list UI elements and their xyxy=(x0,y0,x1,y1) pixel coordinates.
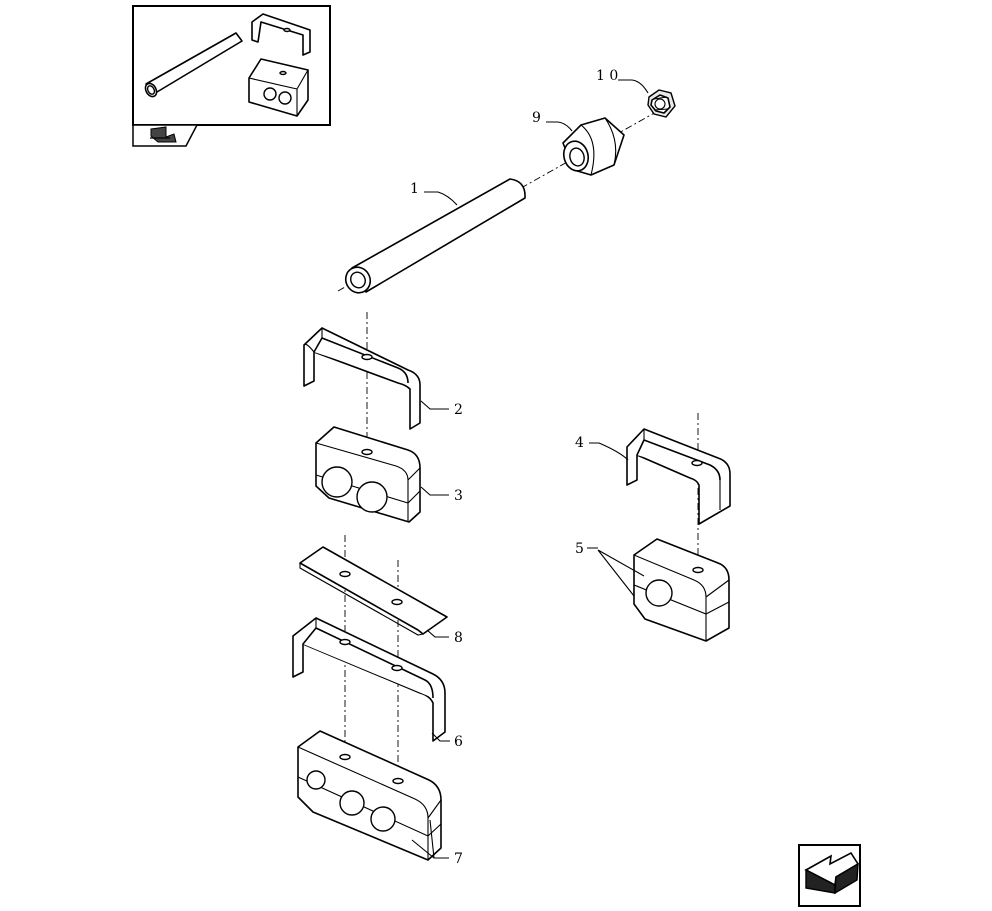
callout-3: 3 xyxy=(454,488,463,504)
inset-clamp-block-icon xyxy=(248,58,309,117)
callout-leaders xyxy=(411,79,649,859)
part-4-small-u-bracket xyxy=(626,428,731,525)
part-5-small-clamp-block xyxy=(633,538,730,642)
part-8-flat-plate xyxy=(299,546,448,636)
callout-8: 8 xyxy=(454,630,463,646)
callout-4: 4 xyxy=(575,435,584,451)
part-1-tube xyxy=(344,178,526,294)
callout-6: 6 xyxy=(454,734,463,750)
book-page-icon[interactable] xyxy=(132,124,199,147)
part-10-nut xyxy=(647,89,676,118)
callout-7: 7 xyxy=(454,851,463,867)
back-arrow-icon[interactable] xyxy=(798,844,861,907)
callout-10: 1 0 xyxy=(596,68,618,84)
part-9-cone-bushing xyxy=(562,117,625,176)
callout-1: 1 xyxy=(410,181,419,197)
callout-5: 5 xyxy=(575,541,584,557)
inset-thumbnail[interactable] xyxy=(132,5,331,126)
callout-labels: 1 0 9 1 2 3 8 6 7 4 5 xyxy=(410,68,618,867)
part-3-clamp-block xyxy=(315,426,421,523)
callout-9: 9 xyxy=(532,110,541,126)
part-6-long-u-bracket xyxy=(292,617,446,742)
part-7-clamp-block xyxy=(297,730,442,861)
callout-2: 2 xyxy=(454,402,463,418)
inset-bracket-icon xyxy=(251,13,311,56)
inset-tube-icon xyxy=(144,32,243,98)
part-2-u-bracket xyxy=(303,327,421,430)
